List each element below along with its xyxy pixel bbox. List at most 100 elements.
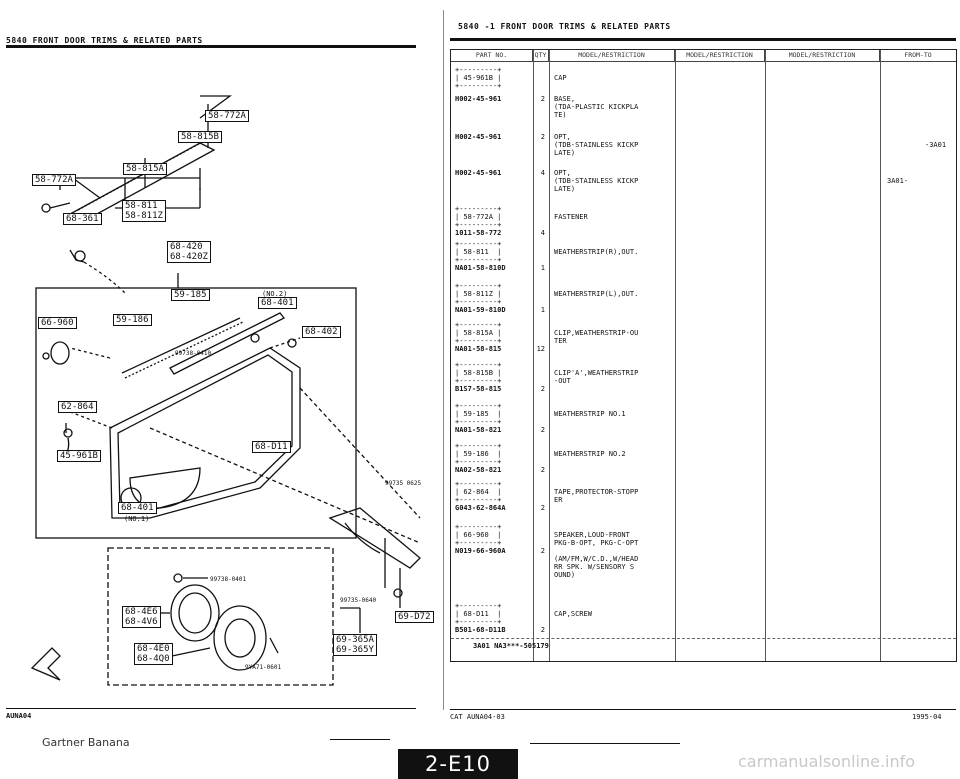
left-footer-rule bbox=[6, 708, 416, 709]
armrest-part bbox=[328, 507, 421, 569]
left-header-rule bbox=[6, 45, 416, 48]
label-68-401-top: 68-401 bbox=[258, 297, 297, 309]
part-number: NA01-59-810D bbox=[455, 306, 506, 314]
col-header-model-1: MODEL/RESTRICTION bbox=[549, 50, 675, 61]
col-header-from-to: FROM-TO bbox=[904, 51, 932, 59]
part-qty: 4 bbox=[540, 169, 545, 177]
label-66-960: 66-960 bbox=[38, 317, 77, 329]
page-fold bbox=[443, 10, 444, 710]
part-qty: 2 bbox=[540, 385, 545, 393]
label-58-772A-left: 58-772A bbox=[32, 174, 76, 186]
label-99738-0401: 99738-0401 bbox=[210, 576, 247, 583]
label-68-361: 68-361 bbox=[63, 213, 102, 225]
part-description: FASTENER bbox=[554, 213, 588, 221]
ref-box: +---------+ | 59-186 | +---------+ bbox=[455, 442, 502, 466]
part-description: CLIP'A',WEATHERSTRIP -OUT bbox=[554, 369, 639, 385]
front-arrow-icon bbox=[30, 647, 61, 681]
ref-box: +---------+ | 66-960 | +---------+ bbox=[455, 523, 502, 547]
part-description: CAP,SCREW bbox=[554, 610, 592, 618]
part-number: NA01-58-815 bbox=[455, 345, 502, 353]
part-qty: 2 bbox=[540, 504, 545, 512]
speaker-grille-part bbox=[170, 584, 220, 642]
exploded-diagram bbox=[30, 95, 421, 686]
ref-box: +---------+ | 58-815A | +---------+ bbox=[455, 321, 502, 345]
label-58-811: 58-811 58-811Z bbox=[122, 200, 166, 222]
part-description: CLIP,WEATHERSTRIP-OU TER bbox=[554, 329, 639, 345]
left-section-header: 5840 FRONT DOOR TRIMS & RELATED PARTS bbox=[6, 36, 203, 45]
label-no1: (NO.1) bbox=[124, 515, 150, 523]
right-section-header: 5840 -1 FRONT DOOR TRIMS & RELATED PARTS bbox=[458, 22, 671, 31]
part-number: 1011-58-772 bbox=[455, 229, 502, 237]
speaker-part bbox=[213, 605, 267, 671]
part-description: CAP bbox=[554, 74, 567, 82]
label-45-961B: 45-961B bbox=[57, 450, 101, 462]
speaker-detail-box bbox=[107, 547, 334, 686]
banner-rule-right bbox=[530, 743, 680, 744]
col-divider bbox=[880, 50, 881, 661]
col-divider bbox=[675, 50, 676, 661]
col-header-qty: QTY bbox=[533, 50, 549, 61]
ref-box: +---------+ | 58-811Z | +---------+ bbox=[455, 282, 502, 306]
ref-box: +---------+ | 45-961B | +---------+ bbox=[455, 66, 502, 90]
ref-box: +---------+ | 68-D11 | +---------+ bbox=[455, 602, 502, 626]
part-qty: 2 bbox=[540, 133, 545, 141]
part-description: SPEAKER,LOUD-FRONT PKG-B-OPT, PKG-C-OPT … bbox=[554, 531, 639, 579]
label-68-401-bottom: 68-401 bbox=[118, 502, 157, 514]
part-qty: 4 bbox=[540, 229, 545, 237]
from-to-range: -3A01 bbox=[925, 141, 947, 149]
left-footer-code: AUNA04 bbox=[6, 712, 32, 720]
part-qty: 1 bbox=[540, 264, 545, 272]
label-99735-0625: 99735 0625 bbox=[385, 480, 422, 487]
label-59-185: 59-185 bbox=[171, 289, 210, 301]
from-to-range: 3A01- bbox=[887, 177, 909, 185]
header-rule bbox=[451, 61, 956, 62]
label-99735-0640: 99735-0640 bbox=[340, 597, 377, 604]
part-number: NA02-58-821 bbox=[455, 466, 502, 474]
ref-box: +---------+ | 62-864 | +---------+ bbox=[455, 480, 502, 504]
part-number: N019-66-960A bbox=[455, 547, 506, 555]
part-qty: 2 bbox=[540, 466, 545, 474]
catalog-date: 1995-04 bbox=[912, 713, 942, 721]
range-note: 3A01 NA3***-505179 bbox=[473, 642, 549, 650]
source-label: Gartner Banana bbox=[42, 736, 130, 749]
part-qty: 2 bbox=[540, 626, 545, 634]
part-description: WEATHERSTRIP NO.1 bbox=[554, 410, 626, 418]
part-description: BASE, (TDA-PLASTIC KICKPLA TE) bbox=[554, 95, 639, 119]
part-qty: 2 bbox=[540, 547, 545, 555]
speaker-cover-part bbox=[50, 341, 70, 365]
part-description: OPT, (TDB-STAINLESS KICKP LATE) bbox=[554, 133, 639, 157]
col-divider bbox=[765, 50, 766, 661]
part-number: B1S7-58-815 bbox=[455, 385, 502, 393]
label-62-864: 62-864 bbox=[58, 401, 97, 413]
ref-box: +---------+ | 58-811 | +---------+ bbox=[455, 240, 502, 264]
part-number: NA01-58-810D bbox=[455, 264, 506, 272]
door-panel-part bbox=[109, 347, 301, 519]
part-qty: 2 bbox=[540, 95, 545, 103]
label-58-772A-top: 58-772A bbox=[205, 110, 249, 122]
range-rule bbox=[451, 638, 956, 639]
part-description: WEATHERSTRIP NO.2 bbox=[554, 450, 626, 458]
col-header-model-3: MODEL/RESTRICTION bbox=[765, 50, 880, 61]
label-68-420: 68-420 68-420Z bbox=[167, 241, 211, 263]
part-qty: 12 bbox=[536, 345, 545, 353]
label-58-815A: 58-815A bbox=[123, 163, 167, 175]
catalog-code: CAT AUNA04-03 bbox=[450, 713, 505, 721]
clip-part bbox=[74, 250, 86, 262]
part-qty: 1 bbox=[540, 306, 545, 314]
banner-rule-left bbox=[330, 739, 390, 740]
part-qty: 2 bbox=[540, 426, 545, 434]
part-number: G043-62-864A bbox=[455, 504, 506, 512]
part-number: H002-45-961 bbox=[455, 133, 502, 141]
parts-table: PART NO. QTY MODEL/RESTRICTION MODEL/RES… bbox=[450, 49, 957, 662]
label-69-365: 69-365A 69-365Y bbox=[333, 634, 377, 656]
label-68-4E0: 68-4E0 68-4Q0 bbox=[134, 643, 173, 665]
label-9YA71-0601: 9YA71-0601 bbox=[245, 664, 282, 671]
part-number: H002-45-961 bbox=[455, 95, 502, 103]
label-69-D72: 69-D72 bbox=[395, 611, 434, 623]
part-number: H002-45-961 bbox=[455, 169, 502, 177]
part-description: WEATHERSTRIP(L),OUT. bbox=[554, 290, 639, 298]
label-59-186: 59-186 bbox=[113, 314, 152, 326]
label-68-4E6: 68-4E6 68-4V6 bbox=[122, 606, 161, 628]
ref-box: +---------+ | 59-185 | +---------+ bbox=[455, 402, 502, 426]
col-divider bbox=[533, 50, 534, 661]
